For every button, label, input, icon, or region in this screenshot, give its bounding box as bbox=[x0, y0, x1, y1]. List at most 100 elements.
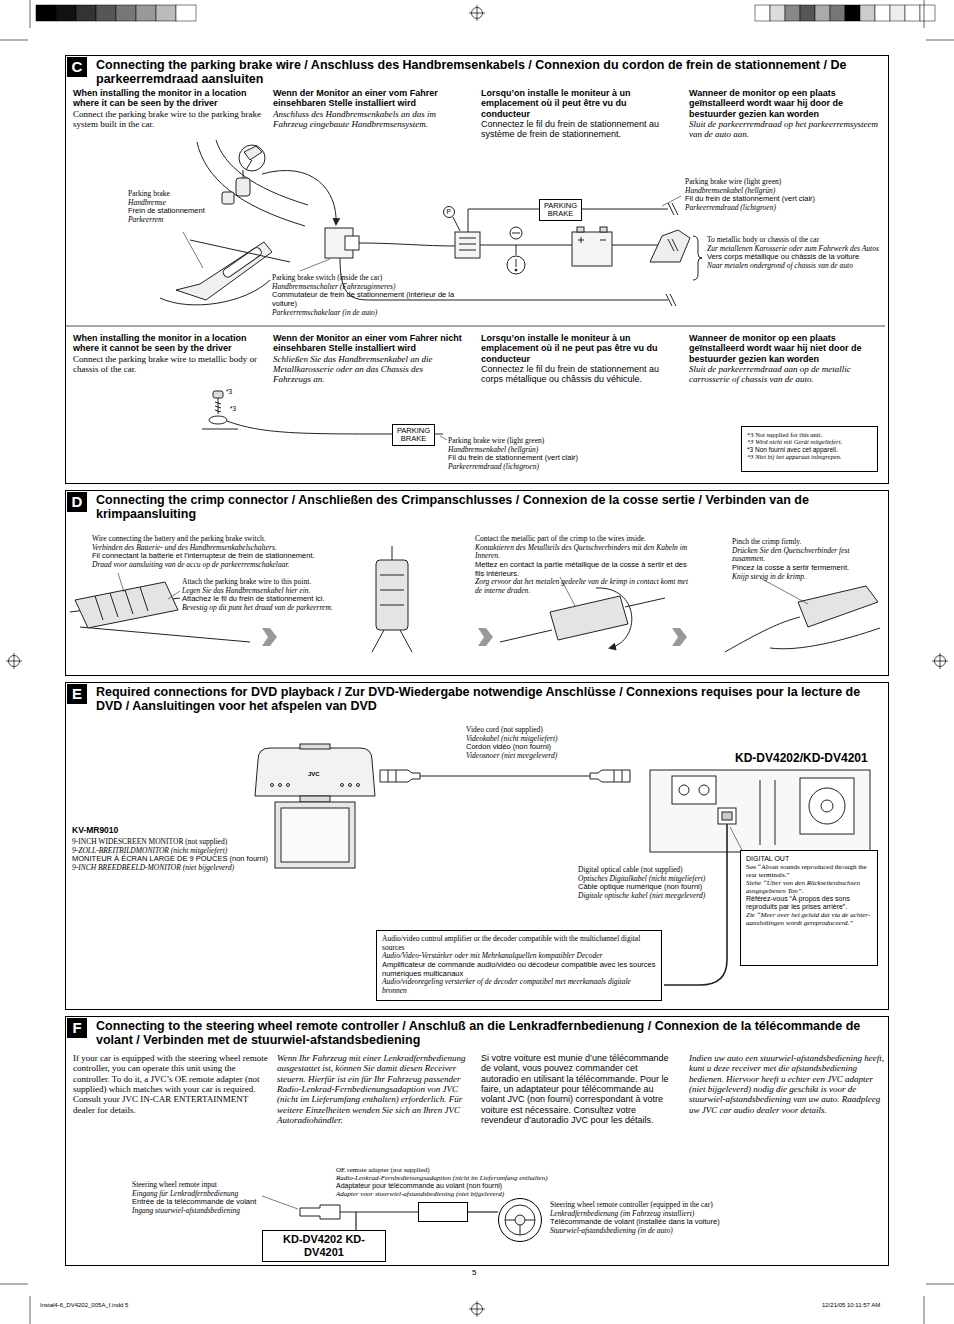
wire-tag: PARKING BRAKE bbox=[392, 424, 435, 446]
parking-brake-illustration bbox=[262, 170, 336, 224]
label-text: Parkeerrem bbox=[128, 216, 268, 225]
label-group: Attach the parking brake wire to this po… bbox=[182, 578, 360, 613]
dvd-connection-illustration bbox=[718, 808, 736, 824]
parking-brake-illustration bbox=[510, 227, 522, 239]
label-text: Commutateur de frein de stationnement (i… bbox=[272, 291, 457, 308]
crop-marks bbox=[30, 1296, 31, 1324]
parking-brake-illustration bbox=[600, 240, 606, 241]
text-wrap: Required connections for DVD playback / … bbox=[96, 685, 881, 714]
dvd-connection-illustration bbox=[672, 776, 716, 804]
label-group: To metallic body or chassis of the carZu… bbox=[707, 236, 883, 271]
dvd-connection-illustration bbox=[388, 770, 389, 782]
label-text: Anschluss des Handbremsenkabels an das i… bbox=[273, 109, 463, 130]
crimp-illustration bbox=[596, 588, 632, 648]
label-text: Pincez la cosse à sertir fermement. bbox=[732, 564, 882, 573]
text-wrap: Connecting the crimp connector / Anschli… bbox=[96, 493, 881, 522]
crimp-illustration bbox=[500, 630, 552, 642]
node-text: Lenkradfernbedienung (im Fahrzeug instal… bbox=[550, 1210, 750, 1219]
ground-wire-illustration bbox=[227, 421, 392, 434]
label-group: If your car is equipped with the steerin… bbox=[73, 1053, 268, 1115]
label-group: Wanneer de monitor op een plaats geïnsta… bbox=[689, 333, 879, 385]
dvd-connection-illustration bbox=[275, 802, 355, 868]
dvd-connection-illustration bbox=[380, 770, 420, 782]
crimp-illustration bbox=[110, 593, 118, 617]
label-group: Si votre voiture est munie d’une télécom… bbox=[481, 1053, 676, 1125]
node-text: F bbox=[67, 1018, 87, 1038]
ground-wire-illustration bbox=[215, 406, 221, 408]
node-text: Audio/Video-Verstärker oder mit Mehrkana… bbox=[382, 952, 656, 961]
label-text: KV-MR9010 bbox=[72, 826, 222, 836]
parking-brake-illustration bbox=[515, 269, 517, 271]
parking-brake-illustration bbox=[244, 146, 262, 160]
section-letter: F bbox=[67, 1018, 87, 1038]
node-text: Amplificateur de commande audio/vidéo ou… bbox=[382, 961, 656, 978]
divider-line bbox=[65, 326, 885, 327]
parking-brake-illustration bbox=[459, 250, 476, 251]
registration-mark bbox=[14, 653, 15, 669]
label-group: Contact the metallic part of the crimp t… bbox=[475, 535, 690, 595]
parking-brake-illustration bbox=[662, 196, 681, 206]
label-group: Wenn der Monitor an einer vom Fahrer ein… bbox=[273, 88, 463, 129]
color-bars bbox=[785, 5, 800, 21]
text-wrap: D bbox=[67, 492, 87, 512]
parking-brake-illustration bbox=[572, 232, 612, 266]
steering-remote-illustration bbox=[515, 1215, 525, 1225]
label-group: Parking brake wire (light green)Handbrem… bbox=[448, 437, 648, 472]
dvd-connection-illustration bbox=[349, 784, 352, 787]
dvd-connection-illustration bbox=[775, 780, 776, 845]
label-group: KV-MR9010 bbox=[72, 826, 222, 836]
ground-wire-illustration bbox=[202, 429, 238, 430]
parking-brake-illustration bbox=[577, 227, 584, 232]
color-bars bbox=[116, 5, 136, 21]
ground-wire-illustration bbox=[215, 410, 221, 412]
label-text: Parking brake bbox=[128, 190, 268, 199]
node-text: *3 Not supplied for this unit. bbox=[747, 431, 872, 438]
label-text: Parking brake switch (inside the car) bbox=[272, 274, 457, 283]
color-bars bbox=[36, 5, 56, 21]
dvd-connection-illustration bbox=[722, 812, 732, 820]
section-letter: C bbox=[67, 57, 87, 77]
crimp-illustration bbox=[168, 591, 180, 599]
text-wrap: OE remote adapter (not supplied)Radio-Le… bbox=[336, 1166, 626, 1198]
parking-brake-illustration bbox=[239, 145, 265, 171]
label-group: Pinch the crimp firmly.Drücken Sie den Q… bbox=[732, 538, 882, 581]
dvd-connection-illustration bbox=[730, 827, 742, 850]
label-group: Wire connecting the battery and the park… bbox=[92, 535, 357, 570]
dvd-connection-illustration bbox=[650, 770, 870, 852]
crimp-illustration bbox=[672, 628, 687, 646]
steering-remote-illustration bbox=[262, 1196, 298, 1209]
node-text: Connecting the parking brake wire / Ansc… bbox=[96, 58, 881, 87]
crimp-illustration bbox=[80, 627, 250, 642]
label-text: Parkeerremschakelaar (in de auto) bbox=[272, 309, 457, 318]
label-text: 9-ZOLL-BREITBILDMONITOR (nicht mitgelief… bbox=[72, 847, 292, 856]
crimp-illustration bbox=[625, 598, 665, 607]
registration-mark bbox=[6, 5, 948, 1317]
label-group: Lorsqu’on installe le moniteur à un empl… bbox=[481, 333, 671, 385]
crimp-illustration bbox=[125, 590, 133, 614]
crimp-illustration bbox=[760, 578, 808, 604]
label-group: When installing the monitor in a locatio… bbox=[73, 88, 263, 129]
color-bars bbox=[156, 5, 176, 21]
label-text: Draad voor aansluiting van de accu op de… bbox=[92, 561, 357, 570]
label-group: Instal4-6_DV4202_005A_f.indd 5 bbox=[40, 1302, 260, 1309]
label-text: 12/21/05 10:11:57 AM bbox=[822, 1302, 942, 1309]
crimp-illustration bbox=[376, 560, 408, 630]
label-group: Lorsqu’on installe le moniteur à un empl… bbox=[481, 88, 671, 140]
label-group: *3 bbox=[230, 405, 250, 412]
label-text: Legen Sie das Handbremsenkabel hier ein. bbox=[182, 587, 360, 596]
label-group: KD-DV4202/KD-DV4201 bbox=[735, 752, 885, 766]
parking-brake-illustration bbox=[453, 217, 460, 231]
node-text: DIGITAL OUT bbox=[746, 855, 872, 863]
label-group: Digital optical cable (not supplied)Opti… bbox=[578, 866, 728, 901]
label-group: 9-INCH WIDESCREEN MONITOR (not supplied)… bbox=[72, 838, 292, 873]
label-text: Wenn der Monitor an einer vom Fahrer nic… bbox=[273, 333, 463, 354]
color-bars bbox=[96, 5, 116, 21]
label-group: Wenn der Monitor an einer vom Fahrer nic… bbox=[273, 333, 463, 385]
dvd-connection-illustration bbox=[279, 784, 282, 787]
dvd-connection-illustration bbox=[271, 784, 274, 787]
registration-mark bbox=[477, 5, 478, 21]
parking-brake-illustration bbox=[516, 259, 517, 267]
registration-mark bbox=[940, 653, 941, 669]
label-text: Si votre voiture est munie d’une télécom… bbox=[481, 1053, 676, 1125]
node-text: Adaptateur pour télécommande au volant (… bbox=[336, 1182, 626, 1190]
